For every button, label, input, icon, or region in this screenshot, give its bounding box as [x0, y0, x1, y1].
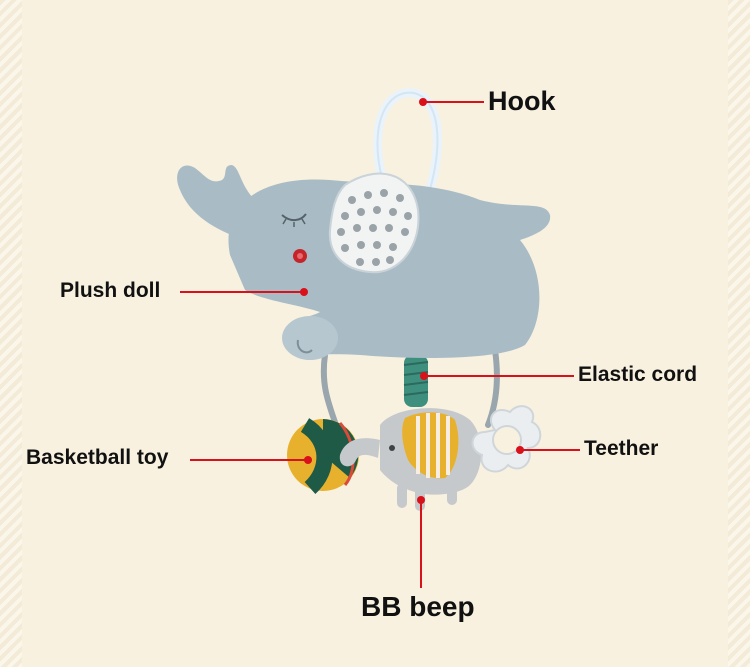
- hook-marker-dot: [419, 98, 427, 106]
- hook-icon: [373, 88, 442, 210]
- basketball-toy-label: Basketball toy: [26, 446, 169, 469]
- basketball-toy-pointer-line: [190, 459, 308, 461]
- teether-label: Teether: [584, 437, 659, 460]
- hook-label: Hook: [488, 86, 556, 116]
- bb-beep-pointer-line: [420, 500, 422, 588]
- left-border-strip: [0, 0, 22, 667]
- right-border-strip: [728, 0, 750, 667]
- basketball-toy-marker-dot: [304, 456, 312, 464]
- elephant-plush-icon: [177, 165, 551, 360]
- teether-pointer-line: [520, 449, 580, 451]
- elastic-cord-icon: [403, 355, 429, 407]
- hook-pointer-line: [424, 101, 484, 103]
- elastic-cord-pointer-line: [424, 375, 574, 377]
- plush-doll-marker-dot: [300, 288, 308, 296]
- elastic-cord-label: Elastic cord: [578, 363, 698, 386]
- small-elephant-icon: [339, 408, 482, 511]
- bb-beep-label: BB beep: [361, 591, 475, 622]
- teether-icon: [471, 405, 542, 473]
- plush-doll-pointer-line: [180, 291, 304, 293]
- plush-doll-label: Plush doll: [60, 279, 161, 302]
